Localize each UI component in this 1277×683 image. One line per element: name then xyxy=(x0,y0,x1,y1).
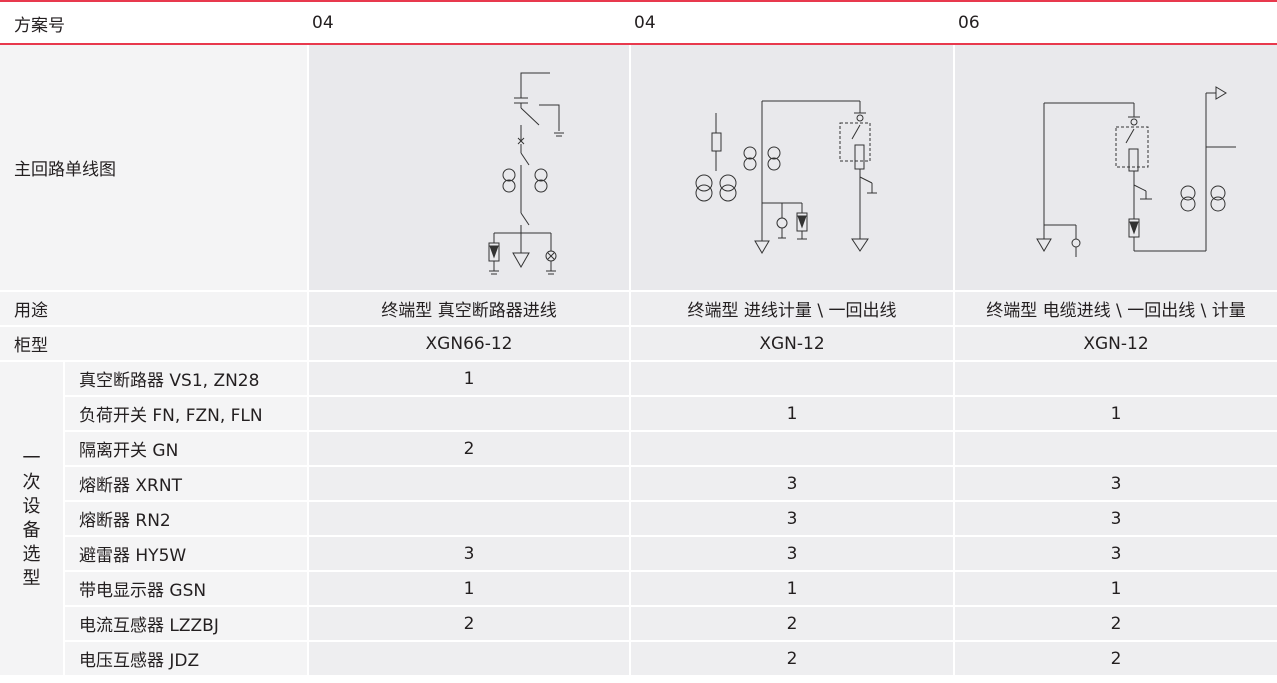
equipment-row: 隔离开关 GN 2 xyxy=(0,431,1277,467)
single-line-diagram-2 xyxy=(695,100,877,254)
equipment-group-label: 一次设备选型 xyxy=(0,361,65,677)
equipment-qty xyxy=(630,361,955,397)
equipment-qty: 3 xyxy=(954,536,1277,572)
equipment-qty xyxy=(308,396,631,432)
usage-value-1: 终端型 真空断路器进线 xyxy=(308,291,631,327)
single-line-diagram-3 xyxy=(1036,85,1236,257)
single-line-diagram-1 xyxy=(488,72,564,274)
equipment-qty: 1 xyxy=(308,571,631,607)
equipment-qty xyxy=(308,641,631,677)
single-line-diagram-label: 主回路单线图 xyxy=(0,44,309,292)
equipment-qty xyxy=(954,431,1277,467)
equipment-qty: 1 xyxy=(954,571,1277,607)
equipment-name: 带电显示器 GSN xyxy=(64,571,309,607)
equipment-qty: 3 xyxy=(954,501,1277,537)
equipment-name: 隔离开关 GN xyxy=(64,431,309,467)
equipment-qty xyxy=(954,361,1277,397)
scheme-number-row: 方案号 04 04 06 xyxy=(0,3,1277,45)
equipment-name: 负荷开关 FN, FZN, FLN xyxy=(64,396,309,432)
equipment-group-text: 一次设备选型 xyxy=(22,447,41,589)
equipment-name: 真空断路器 VS1, ZN28 xyxy=(64,361,309,397)
equipment-row: 一次设备选型 真空断路器 VS1, ZN28 1 xyxy=(0,361,1277,677)
equipment-name: 电压互感器 JDZ xyxy=(64,641,309,677)
equipment-qty: 2 xyxy=(308,606,631,642)
cabinet-type-1: XGN66-12 xyxy=(308,326,631,362)
equipment-qty: 3 xyxy=(954,466,1277,502)
equipment-qty: 3 xyxy=(630,501,955,537)
equipment-qty: 3 xyxy=(630,466,955,502)
cabinet-type-3: XGN-12 xyxy=(954,326,1277,362)
usage-label: 用途 xyxy=(0,291,309,327)
equipment-row: 负荷开关 FN, FZN, FLN 1 1 xyxy=(0,396,1277,432)
scheme-number-3: 06 xyxy=(954,3,1277,45)
equipment-qty xyxy=(308,501,631,537)
equipment-qty: 1 xyxy=(954,396,1277,432)
equipment-qty: 2 xyxy=(630,606,955,642)
diagram-cell-2 xyxy=(630,44,955,292)
equipment-name: 电流互感器 LZZBJ xyxy=(64,606,309,642)
top-accent-line xyxy=(0,0,1277,2)
usage-value-3: 终端型 电缆进线 \ 一回出线 \ 计量 xyxy=(954,291,1277,327)
equipment-qty: 3 xyxy=(308,536,631,572)
diagram-cell-3 xyxy=(954,44,1277,292)
equipment-qty: 2 xyxy=(954,606,1277,642)
equipment-qty: 1 xyxy=(308,361,631,397)
scheme-number-1: 04 xyxy=(308,3,630,45)
scheme-spec-table: 方案号 04 04 06 主回路单线图 xyxy=(0,3,1277,677)
usage-row: 用途 终端型 真空断路器进线 终端型 进线计量 \ 一回出线 终端型 电缆进线 … xyxy=(0,291,1277,327)
equipment-qty xyxy=(630,431,955,467)
scheme-number-label: 方案号 xyxy=(0,3,308,45)
equipment-row: 熔断器 RN2 3 3 xyxy=(0,501,1277,537)
equipment-qty: 3 xyxy=(630,536,955,572)
scheme-number-2: 04 xyxy=(630,3,954,45)
equipment-row: 避雷器 HY5W 3 3 3 xyxy=(0,536,1277,572)
equipment-qty: 2 xyxy=(630,641,955,677)
equipment-row: 带电显示器 GSN 1 1 1 xyxy=(0,571,1277,607)
cabinet-type-label: 柜型 xyxy=(0,326,309,362)
equipment-name: 熔断器 XRNT xyxy=(64,466,309,502)
equipment-name: 避雷器 HY5W xyxy=(64,536,309,572)
diagram-cell-1 xyxy=(308,44,631,292)
usage-value-2: 终端型 进线计量 \ 一回出线 xyxy=(630,291,955,327)
equipment-qty: 2 xyxy=(308,431,631,467)
cabinet-type-2: XGN-12 xyxy=(630,326,955,362)
equipment-name: 熔断器 RN2 xyxy=(64,501,309,537)
equipment-row: 电流互感器 LZZBJ 2 2 2 xyxy=(0,606,1277,642)
equipment-row: 电压互感器 JDZ 2 2 xyxy=(0,641,1277,677)
equipment-qty xyxy=(308,466,631,502)
single-line-diagram-row: 主回路单线图 xyxy=(0,44,1277,292)
equipment-row: 熔断器 XRNT 3 3 xyxy=(0,466,1277,502)
equipment-qty: 1 xyxy=(630,396,955,432)
equipment-qty: 2 xyxy=(954,641,1277,677)
cabinet-type-row: 柜型 XGN66-12 XGN-12 XGN-12 xyxy=(0,326,1277,362)
equipment-qty: 1 xyxy=(630,571,955,607)
